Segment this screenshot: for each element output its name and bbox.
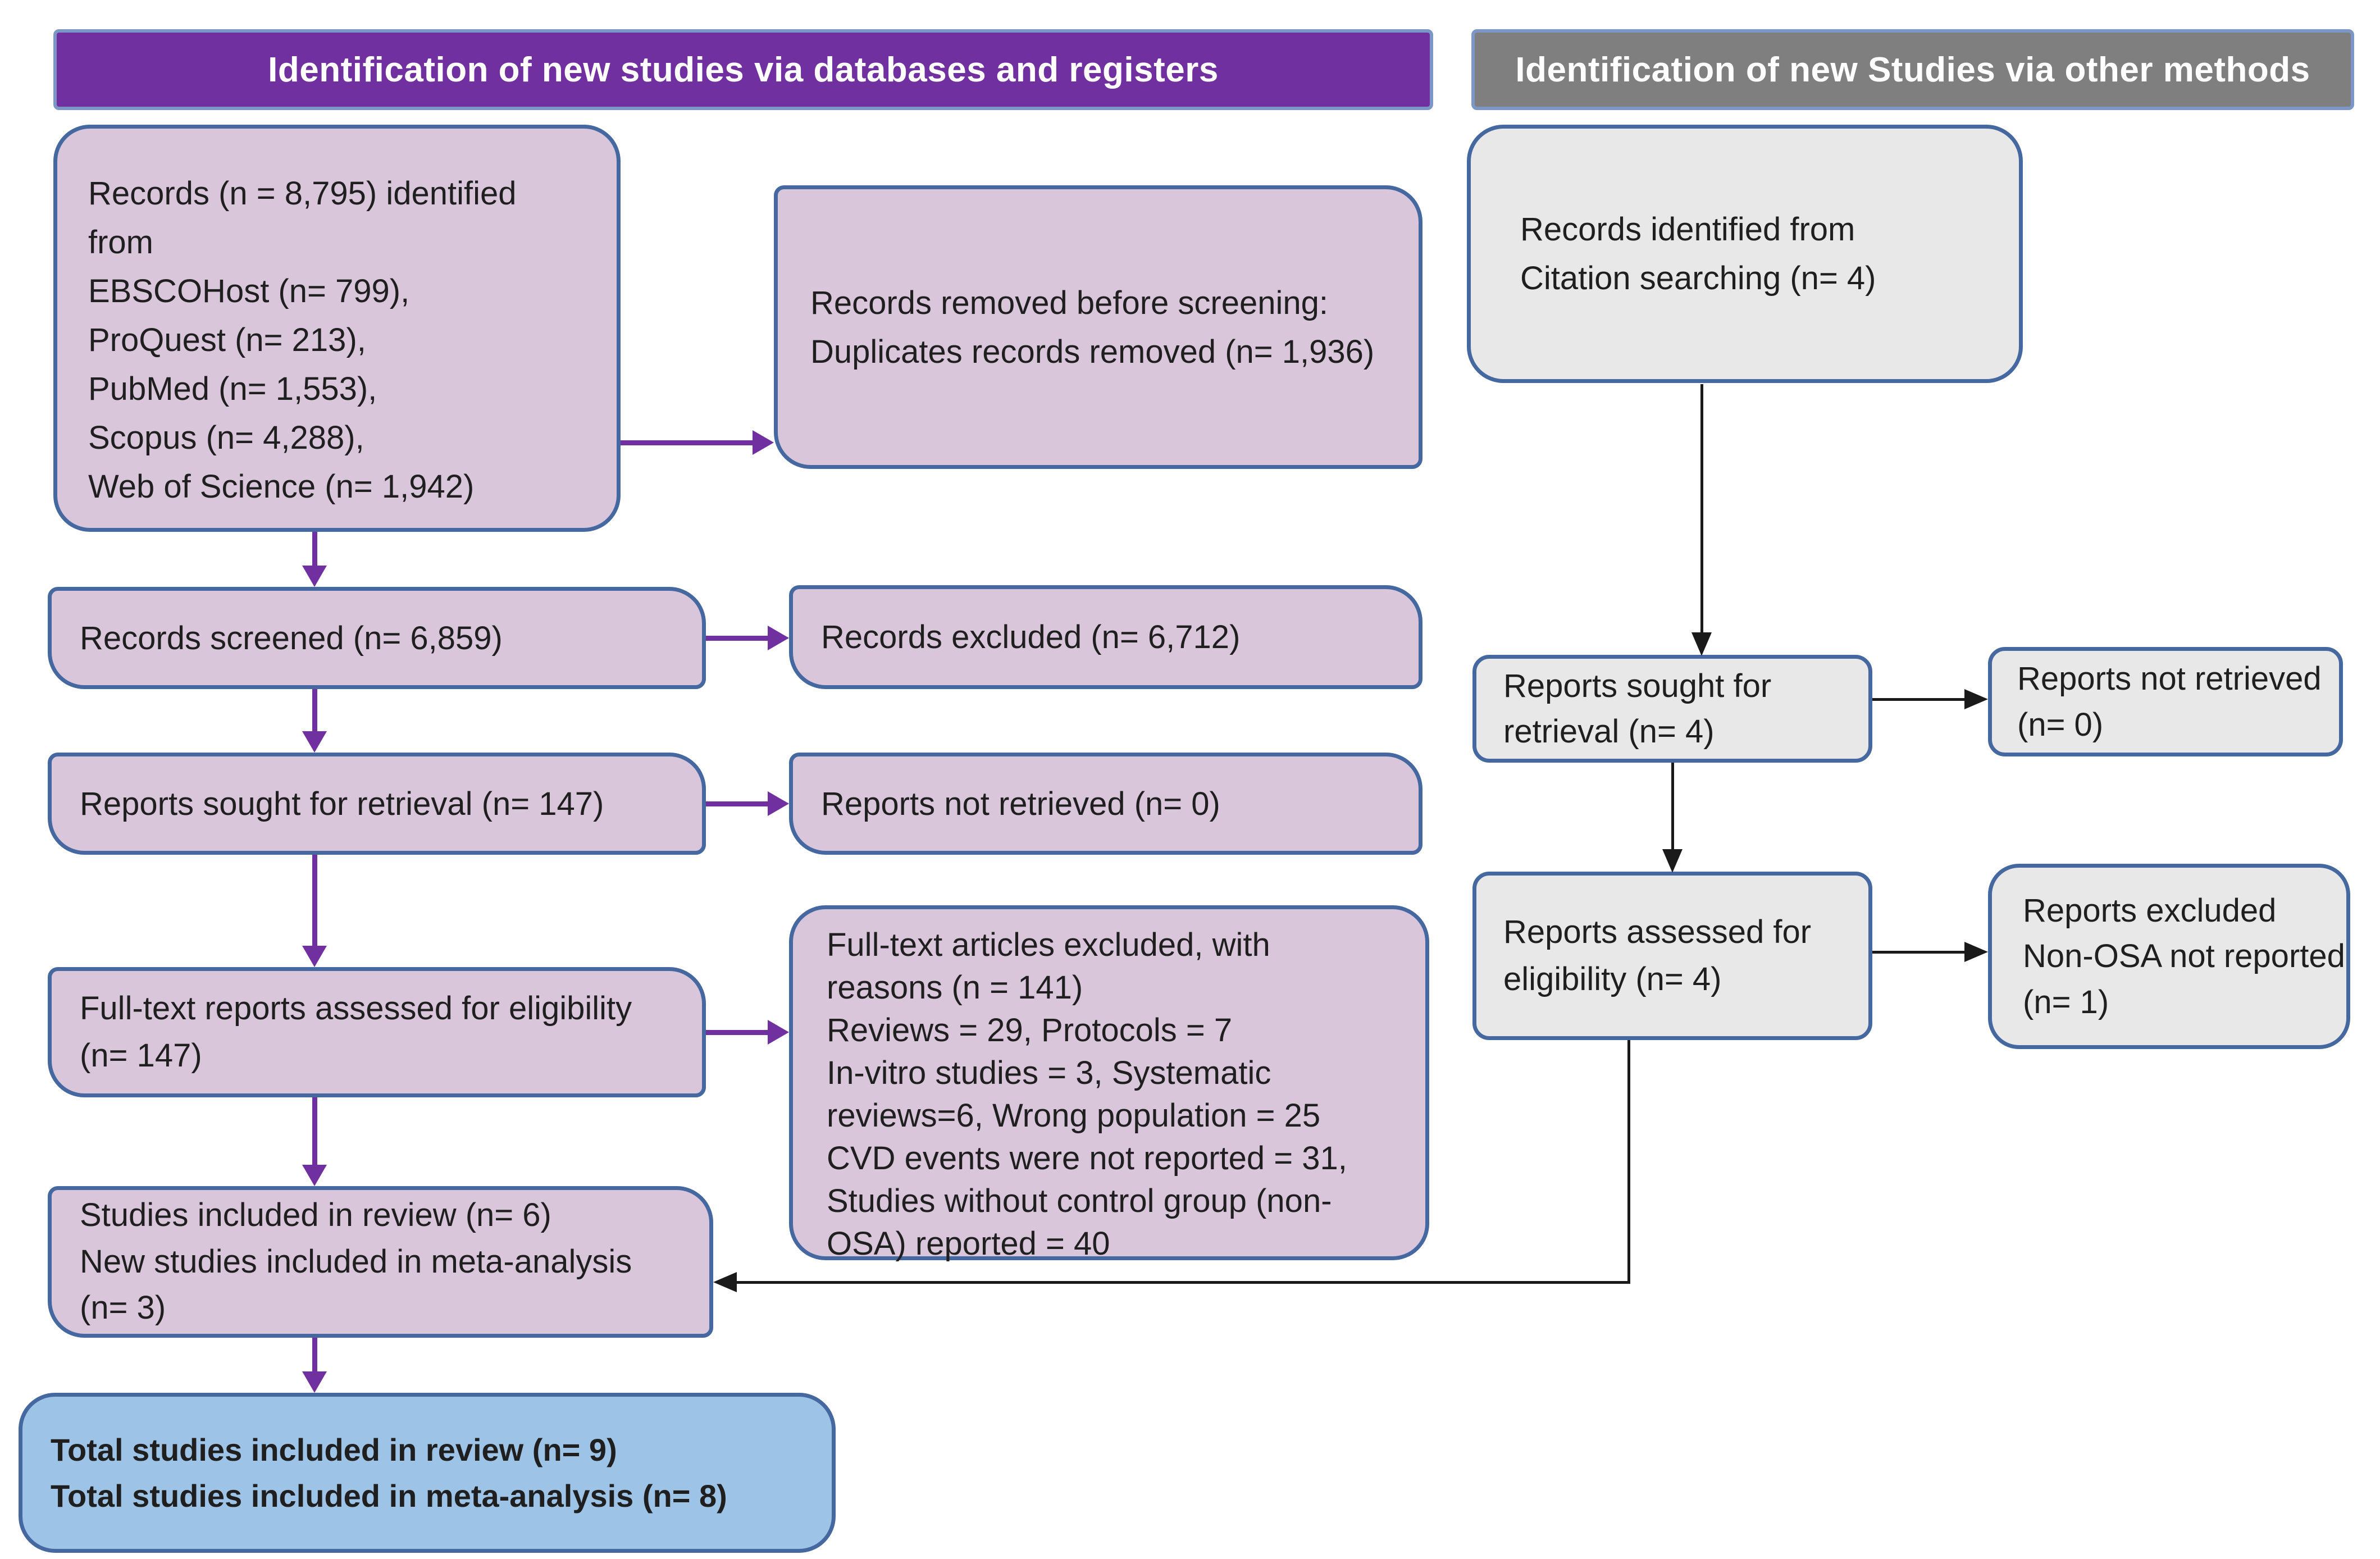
records-screened-box: Records screened (n= 6,859) — [48, 587, 706, 689]
citation-records-text: Records identified from Citation searchi… — [1520, 211, 1876, 297]
total-studies-text: Total studies included in review (n= 9) … — [51, 1432, 727, 1514]
reports-excluded-other-text: Reports excluded Non-OSA not reported (n… — [2023, 892, 2345, 1020]
reports-sought-other-text: Reports sought for retrieval (n= 4) — [1503, 667, 1772, 750]
header-databases-registers: Identification of new studies via databa… — [53, 29, 1433, 110]
citation-records-box: Records identified from Citation searchi… — [1467, 125, 2023, 383]
reports-excluded-other-box: Reports excluded Non-OSA not reported (n… — [1988, 864, 2350, 1049]
reports-sought-box: Reports sought for retrieval (n= 147) — [48, 753, 706, 855]
records-identified-text: Records (n = 8,795) identified from EBSC… — [88, 175, 517, 505]
records-removed-box: Records removed before screening: Duplic… — [774, 185, 1422, 469]
reports-not-retrieved-text: Reports not retrieved (n= 0) — [821, 785, 1220, 822]
records-excluded-box: Records excluded (n= 6,712) — [789, 585, 1422, 689]
studies-included-text: Studies included in review (n= 6) New st… — [80, 1197, 632, 1326]
studies-included-box: Studies included in review (n= 6) New st… — [48, 1186, 713, 1338]
records-removed-text: Records removed before screening: Duplic… — [810, 284, 1375, 370]
header-databases-label: Identification of new studies via databa… — [268, 50, 1219, 89]
records-excluded-text: Records excluded (n= 6,712) — [821, 619, 1241, 655]
reports-sought-text: Reports sought for retrieval (n= 147) — [80, 785, 604, 822]
header-other-methods-label: Identification of new Studies via other … — [1515, 50, 2310, 89]
reports-assessed-other-box: Reports assessed for eligibility (n= 4) — [1472, 872, 1872, 1040]
reports-sought-other-box: Reports sought for retrieval (n= 4) — [1472, 655, 1872, 763]
reports-not-retrieved-other-box: Reports not retrieved (n= 0) — [1988, 647, 2343, 756]
fulltext-assessed-box: Full-text reports assessed for eligibili… — [48, 967, 706, 1097]
fulltext-excluded-text: Full-text articles excluded, with reason… — [827, 927, 1347, 1262]
total-studies-box: Total studies included in review (n= 9) … — [19, 1393, 836, 1553]
reports-not-retrieved-other-text: Reports not retrieved (n= 0) — [2017, 660, 2322, 743]
fulltext-excluded-box: Full-text articles excluded, with reason… — [789, 905, 1429, 1262]
records-screened-text: Records screened (n= 6,859) — [80, 619, 503, 657]
header-other-methods: Identification of new Studies via other … — [1471, 29, 2354, 110]
reports-assessed-other-text: Reports assessed for eligibility (n= 4) — [1503, 913, 1812, 997]
reports-not-retrieved-box: Reports not retrieved (n= 0) — [789, 753, 1422, 855]
records-identified-box: Records (n = 8,795) identified from EBSC… — [53, 125, 621, 532]
fulltext-assessed-text: Full-text reports assessed for eligibili… — [80, 990, 632, 1074]
